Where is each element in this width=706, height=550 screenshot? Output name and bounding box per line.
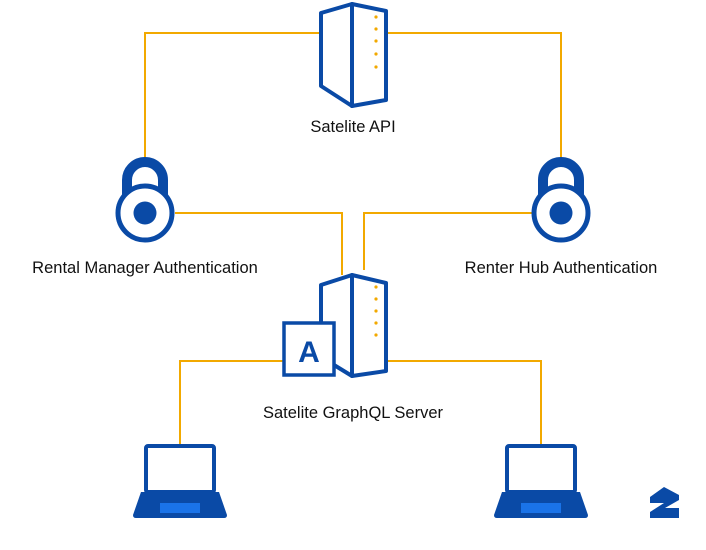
connector-renter-auth-to-graphql (363, 212, 532, 270)
zillow-z-icon (650, 487, 679, 518)
connector-api-to-renter-auth (386, 32, 562, 165)
graphql-server-node: A Satelite GraphQL Server (263, 273, 444, 422)
satelite-api-node: Satelite API (310, 2, 396, 136)
connector-graphql-to-left-client (179, 360, 284, 446)
laptop-icon (494, 444, 588, 518)
renter-hub-auth-node: Renter Hub Authentication (465, 157, 658, 277)
rental-manager-auth-node: Rental Manager Authentication (32, 157, 258, 277)
connectors (144, 32, 562, 446)
client-laptop-right (494, 444, 588, 518)
client-laptop-left (133, 444, 227, 518)
connector-graphql-to-right-client (386, 360, 542, 446)
rental-manager-auth-label: Rental Manager Authentication (32, 259, 258, 277)
graphql-server-label: Satelite GraphQL Server (263, 404, 444, 422)
graphql-a-badge-icon: A (282, 321, 336, 377)
connector-api-to-rental-auth (144, 32, 321, 165)
laptop-icon (133, 444, 227, 518)
server-leds (374, 15, 378, 69)
lock-icon (115, 157, 175, 243)
satelite-api-label: Satelite API (310, 118, 395, 136)
lock-icon (531, 157, 591, 243)
connector-rental-auth-to-graphql (175, 212, 343, 275)
server-leds (374, 285, 378, 337)
renter-hub-auth-label: Renter Hub Authentication (465, 259, 658, 277)
graphql-badge-letter: A (298, 336, 320, 369)
